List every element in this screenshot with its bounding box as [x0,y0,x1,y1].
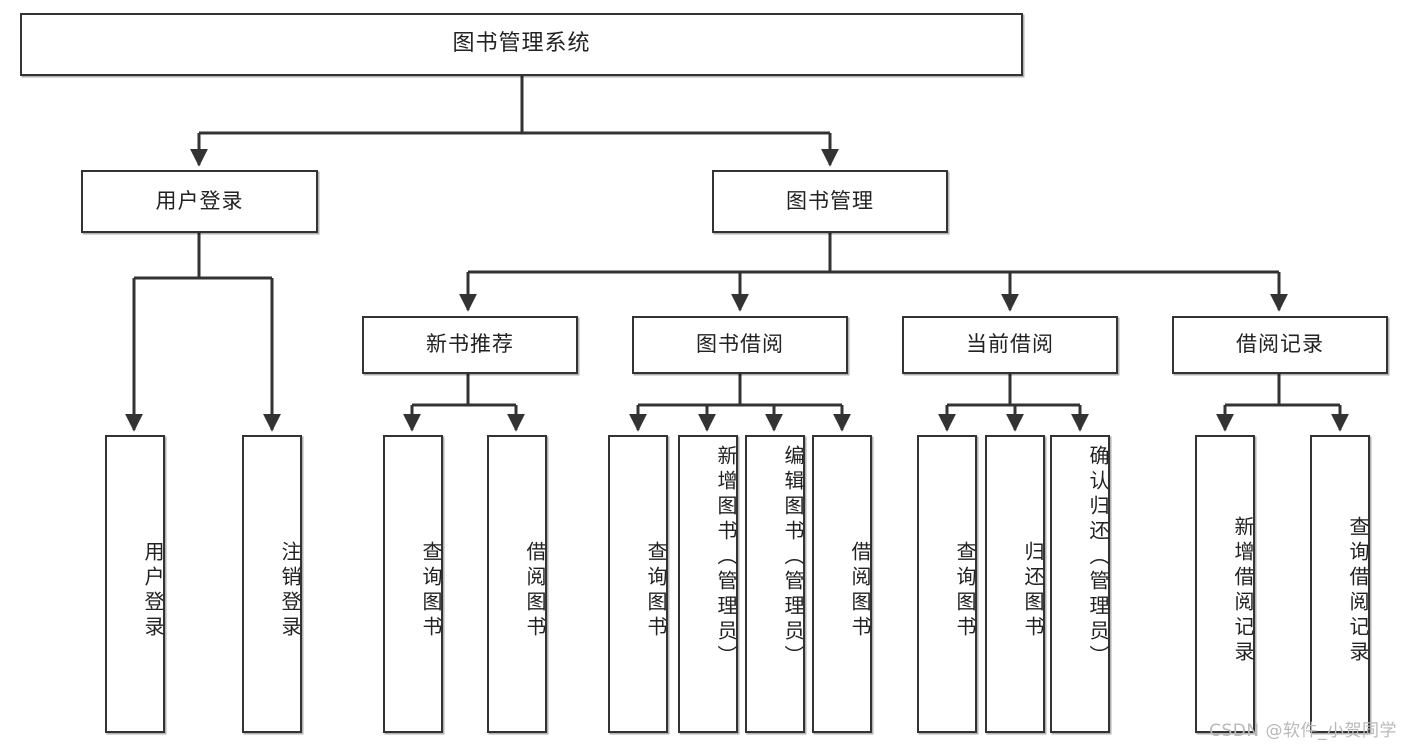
leaf-borrow-edit-book[interactable]: 编辑图书（管理员） [745,435,805,733]
node-label: 新书推荐 [426,332,514,357]
leaf-record-add-record[interactable]: 新增借阅记录 [1195,435,1255,733]
node-new-book-recommend[interactable]: 新书推荐 [362,316,578,374]
node-label: 查询图书 [419,541,443,641]
watermark: CSDN @软件_小贺同学 [1209,721,1397,741]
node-label: 归还图书 [1021,541,1045,641]
node-label: 图书借阅 [696,332,784,357]
node-label: 查询借阅记录 [1346,516,1370,666]
node-book-borrow[interactable]: 图书借阅 [632,316,848,374]
node-label: 新增借阅记录 [1231,516,1255,666]
node-label: 图书管理系统 [452,31,591,57]
node-label: 当前借阅 [966,332,1054,357]
leaf-borrow-add-book[interactable]: 新增图书（管理员） [678,435,738,733]
node-label: 注销登录 [278,541,302,641]
leaf-borrow-query-book[interactable]: 查询图书 [608,435,668,733]
node-label: 用户登录 [155,188,244,213]
leaf-user-login[interactable]: 用户登录 [105,435,165,733]
leaf-recommend-query-book[interactable]: 查询图书 [383,435,443,733]
node-label: 借阅图书 [848,541,872,641]
node-book-manage[interactable]: 图书管理 [712,170,948,233]
node-label: 图书管理 [786,188,874,213]
node-label: 编辑图书（管理员） [781,445,805,670]
node-label: 查询图书 [644,541,668,641]
node-label: 新增图书（管理员） [714,445,738,670]
leaf-borrow-do-borrow[interactable]: 借阅图书 [812,435,872,733]
leaf-record-query-record[interactable]: 查询借阅记录 [1310,435,1370,733]
node-label: 用户登录 [141,541,165,641]
node-label: 确认归还（管理员） [1086,445,1110,670]
leaf-recommend-borrow-book[interactable]: 借阅图书 [487,435,547,733]
node-current-borrow[interactable]: 当前借阅 [902,316,1118,374]
node-label: 借阅记录 [1236,332,1324,357]
leaf-current-confirm-return[interactable]: 确认归还（管理员） [1050,435,1110,733]
node-root-system[interactable]: 图书管理系统 [20,13,1023,76]
node-user-login[interactable]: 用户登录 [81,170,318,233]
leaf-current-query-book[interactable]: 查询图书 [917,435,977,733]
leaf-user-logout[interactable]: 注销登录 [242,435,302,733]
node-label: 借阅图书 [523,541,547,641]
leaf-current-return-book[interactable]: 归还图书 [985,435,1045,733]
node-label: 查询图书 [953,541,977,641]
node-borrow-record[interactable]: 借阅记录 [1172,316,1388,374]
